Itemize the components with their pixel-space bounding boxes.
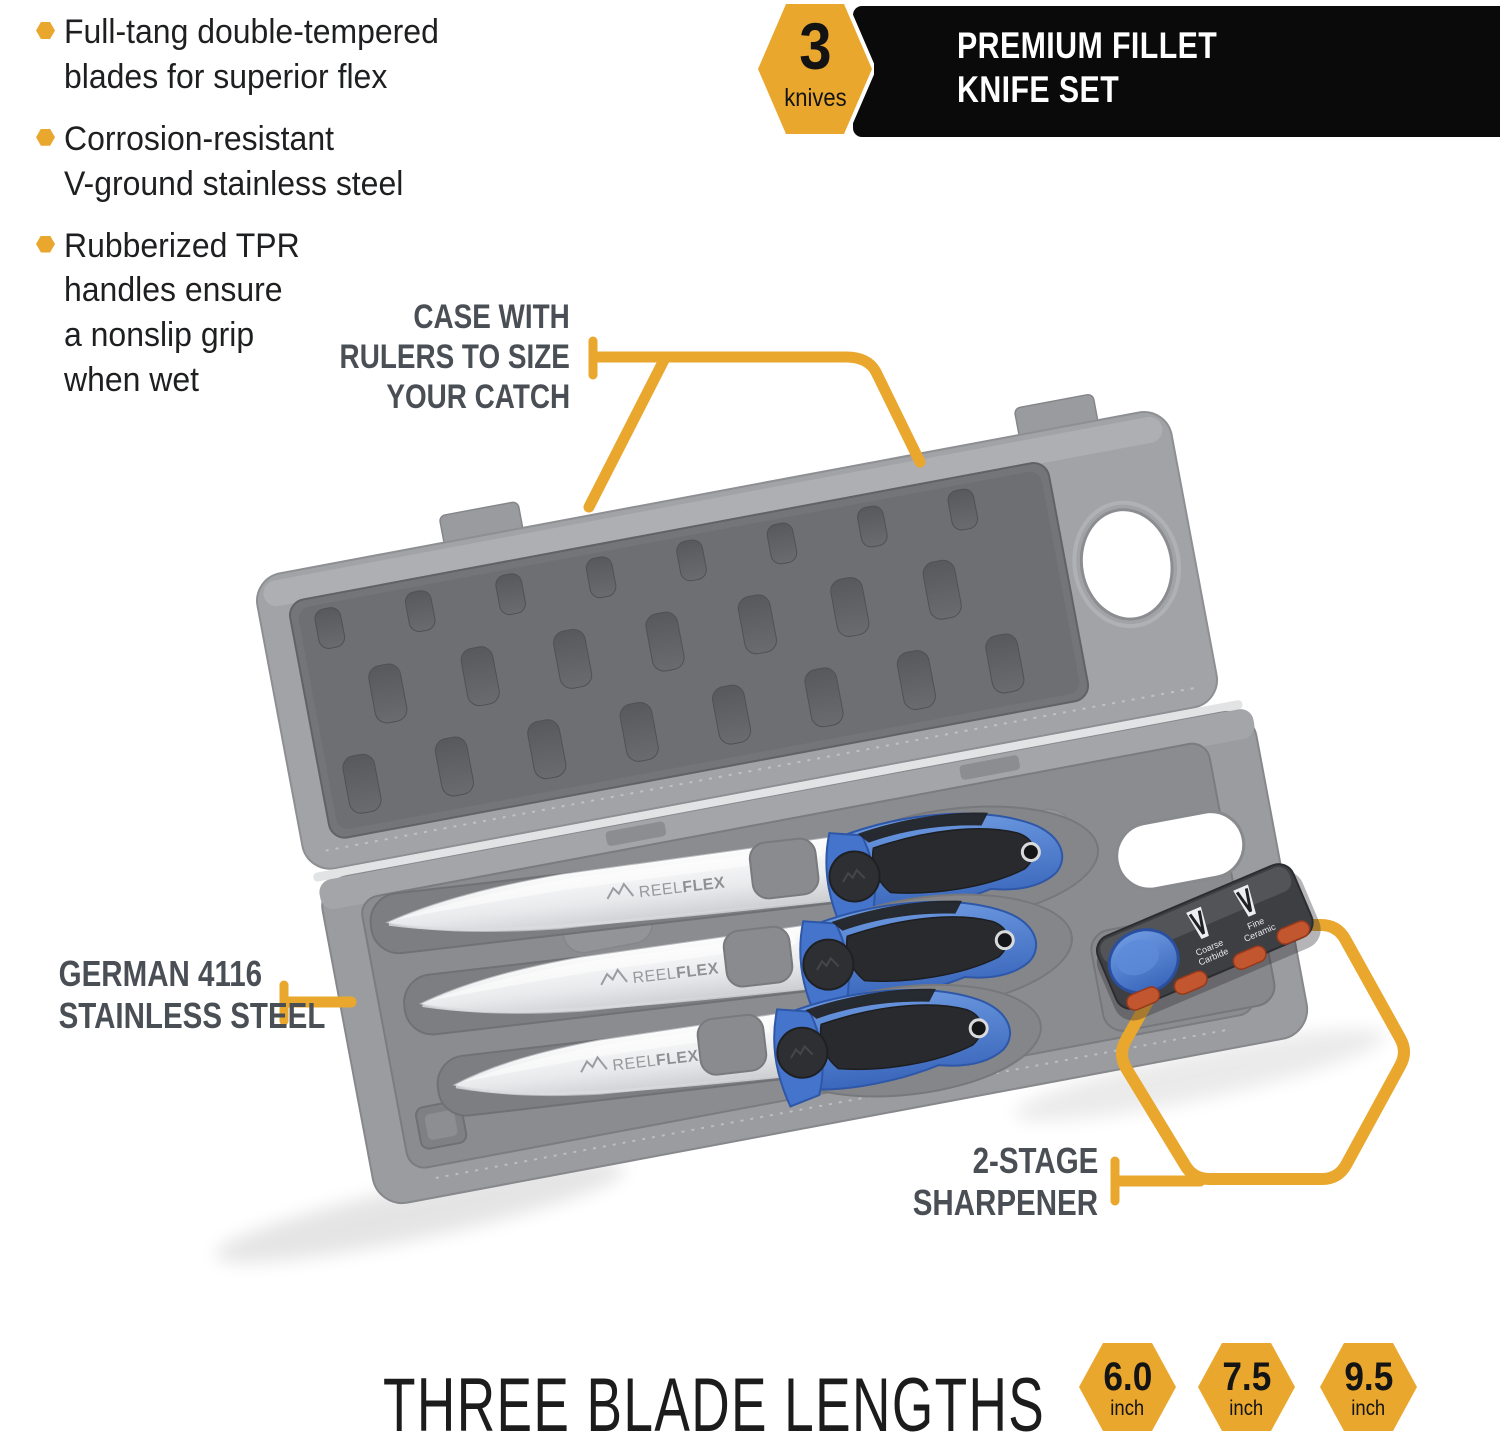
callout-line: CASE WITH	[413, 298, 570, 336]
callout-line: STAINLESS STEEL	[58, 995, 326, 1037]
callout-steel-label: GERMAN 4116 STAINLESS STEEL	[0, 953, 326, 1038]
knife-6-0-inch: REELFLEX	[436, 975, 1042, 1117]
case-callout-branch	[583, 354, 670, 513]
knife-7-5-inch: REELFLEX	[403, 887, 1073, 1036]
brand-suffix: FLEX	[675, 960, 720, 982]
sharpener-slot-coarse	[1186, 906, 1209, 939]
brand-prefix: REEL	[612, 1053, 657, 1075]
blade-brand-logo: REELFLEX	[606, 874, 726, 901]
blade-length-value: 9.5	[1344, 1355, 1393, 1399]
blade-length-value: 7.5	[1222, 1355, 1271, 1399]
case-shadow	[214, 1161, 626, 1263]
knife-count-value: 3	[798, 9, 832, 83]
hexagon-bullet-icon	[36, 128, 55, 146]
lid-handle-cutout	[1072, 500, 1182, 629]
lid-ruler-marks	[325, 686, 1197, 852]
blade-brand-logo: REELFLEX	[600, 960, 720, 987]
product-title-line2: KNIFE SET	[957, 69, 1120, 111]
callout-line: SHARPENER	[912, 1182, 1098, 1224]
feature-line: Full-tang double-tempered	[64, 13, 439, 51]
callout-case-label: CASE WITH RULERS TO SIZE YOUR CATCH	[170, 297, 570, 417]
knife-count-badge: 3 knives	[754, 0, 876, 138]
feature-line: handles ensure	[64, 271, 283, 310]
product-title-line1: PREMIUM FILLET	[957, 25, 1218, 66]
feature-line: V-ground stainless steel	[64, 164, 404, 203]
hexagon-bullet-icon	[36, 22, 55, 39]
hexagon-badge-shape	[754, 0, 876, 138]
blade-length-badge-7-5: 7.5 inch	[1197, 1341, 1296, 1433]
feature-line: Corrosion-resistant	[64, 119, 334, 158]
sharpener: CoarseCarbide FineCeramic	[1095, 863, 1321, 1021]
hexagon-badge-shape	[1198, 1343, 1295, 1431]
callout-line: 2-STAGE	[972, 1140, 1098, 1181]
feature-line: blades for superior flex	[64, 57, 388, 96]
blade-length-unit: inch	[1351, 1397, 1386, 1420]
feature-line: Rubberized TPR	[64, 226, 300, 265]
feature-item: Rubberized TPR handles ensure a nonslip …	[36, 224, 506, 404]
sharpener-slot-fine	[1233, 884, 1256, 917]
callout-line: RULERS TO SIZE	[339, 338, 570, 377]
feature-list: Full-tang double-tempered blades for sup…	[36, 10, 506, 420]
case-shadow-right	[1014, 1029, 1386, 1121]
knife-count-unit: knives	[783, 84, 847, 112]
blade-length-value: 6.0	[1103, 1355, 1152, 1399]
brand-prefix: REEL	[632, 965, 677, 987]
case-hinge	[313, 700, 1243, 882]
case-callout-line	[588, 351, 926, 468]
brand-prefix: REEL	[638, 879, 683, 901]
blade-length-unit: inch	[1229, 1397, 1264, 1420]
feature-line: when wet	[64, 361, 200, 400]
blade-strap	[696, 1013, 768, 1076]
feature-item: Corrosion-resistant V-ground stainless s…	[36, 117, 506, 207]
blade-length-unit: inch	[1110, 1397, 1145, 1420]
knife-9-5-inch: REELFLEX	[369, 799, 1100, 955]
callout-sharpener-label: 2-STAGE SHARPENER	[798, 1140, 1098, 1225]
blade-length-badge-9-5: 9.5 inch	[1319, 1341, 1418, 1433]
blade-brand-logo: REELFLEX	[580, 1048, 700, 1075]
feature-line: a nonslip grip	[64, 316, 255, 355]
base-handle-cutout	[1115, 810, 1246, 891]
svg-text:REELFLEX: REELFLEX	[638, 874, 726, 901]
hexagon-badge-shape	[1079, 1343, 1176, 1431]
brand-suffix: FLEX	[655, 1048, 700, 1070]
knife-case: REELFLEX REELFLEX	[256, 393, 1309, 1205]
brand-suffix: FLEX	[681, 874, 726, 896]
footer-title: THREE BLADE LENGTHS	[383, 1363, 1046, 1436]
blade-strap	[748, 837, 820, 900]
callout-line: GERMAN 4116	[58, 953, 262, 994]
hexagon-bullet-icon	[36, 235, 55, 253]
case-lid	[256, 411, 1219, 870]
product-title: PREMIUM FILLET KNIFE SET	[957, 24, 1274, 113]
hexagon-badge-shape	[1320, 1343, 1417, 1431]
svg-text:REELFLEX: REELFLEX	[612, 1048, 700, 1075]
feature-item: Full-tang double-tempered blades for sup…	[36, 10, 506, 100]
svg-text:REELFLEX: REELFLEX	[632, 960, 720, 987]
blade-strap	[722, 925, 794, 988]
sharpener-feet	[1126, 920, 1311, 1011]
lid-dimples	[314, 488, 1025, 814]
title-banner	[853, 6, 1500, 137]
blade-length-badge-6-0: 6.0 inch	[1078, 1341, 1177, 1433]
callout-line: YOUR CATCH	[386, 378, 570, 417]
